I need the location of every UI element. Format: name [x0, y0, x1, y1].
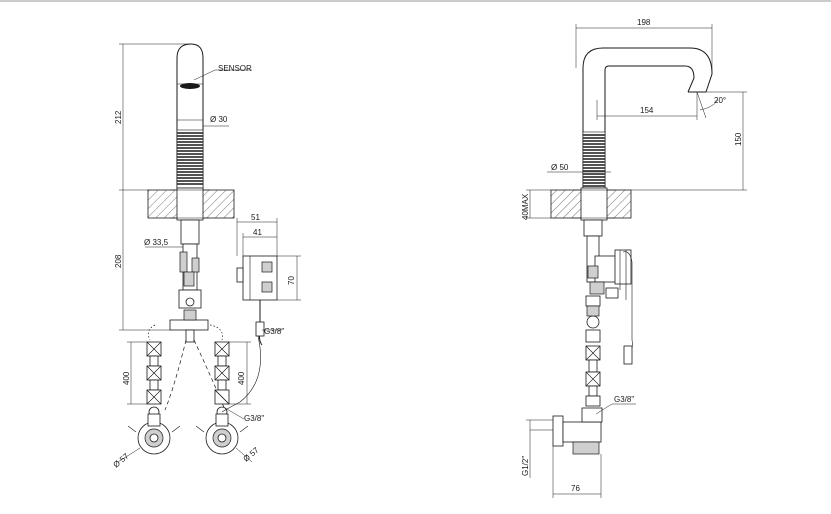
label-dia-spout: Ø 30	[210, 115, 228, 124]
sensor-window	[180, 83, 200, 89]
label-height-spout: 212	[114, 110, 123, 124]
label-dia-valve-left: Ø 57	[112, 451, 131, 469]
label-reach: 154	[640, 106, 654, 115]
label-angle: 20°	[714, 96, 726, 105]
label-dia-valve-right: Ø 57	[242, 445, 261, 463]
label-hose-right: 400	[237, 371, 246, 385]
spout-right-inner	[604, 65, 695, 190]
label-height-body: 208	[114, 254, 123, 268]
label-valve-depth: 76	[571, 484, 580, 493]
spout-left	[176, 43, 204, 190]
label-sensor: SENSOR	[218, 64, 252, 73]
hose-right	[214, 341, 230, 418]
hose-dashed-1	[164, 339, 187, 411]
valve-right	[195, 413, 249, 455]
spout-right-outer	[582, 47, 713, 190]
left-view: SENSOR Ø 30 212 208 Ø 33,5 51 41 70 G3/8…	[112, 43, 301, 470]
under-deck-body-left	[169, 219, 209, 343]
dimensions-right	[526, 24, 747, 498]
label-box-width-inner: 41	[253, 228, 262, 237]
hose-right-view	[585, 345, 601, 407]
label-dia-base: Ø 50	[551, 163, 569, 172]
valve-left	[127, 413, 181, 455]
control-box	[221, 255, 278, 413]
label-deck-thickness: 40MAX	[521, 193, 530, 220]
under-deck-body-right	[583, 219, 633, 365]
label-box-width-outer: 51	[251, 213, 260, 222]
hose-left	[146, 341, 162, 418]
label-thread-hose-right: G3/8"	[614, 395, 634, 404]
label-thread-hose-left: G3/8"	[244, 414, 264, 423]
label-thread-box: G3/8"	[264, 327, 284, 336]
label-hose-left: 400	[122, 371, 131, 385]
label-height: 150	[734, 132, 743, 146]
wall-valve-right	[530, 407, 603, 455]
right-view: 198 154 20° 150 Ø 50 40MAX G3/8" G1/2" 7…	[521, 18, 747, 498]
label-projection: 198	[637, 18, 651, 27]
label-dia-body: Ø 33,5	[144, 238, 169, 247]
label-box-height: 70	[287, 276, 296, 285]
label-thread-inlet: G1/2"	[521, 456, 530, 476]
dimensions-left	[117, 43, 301, 463]
hose-dashed-2	[193, 339, 226, 411]
